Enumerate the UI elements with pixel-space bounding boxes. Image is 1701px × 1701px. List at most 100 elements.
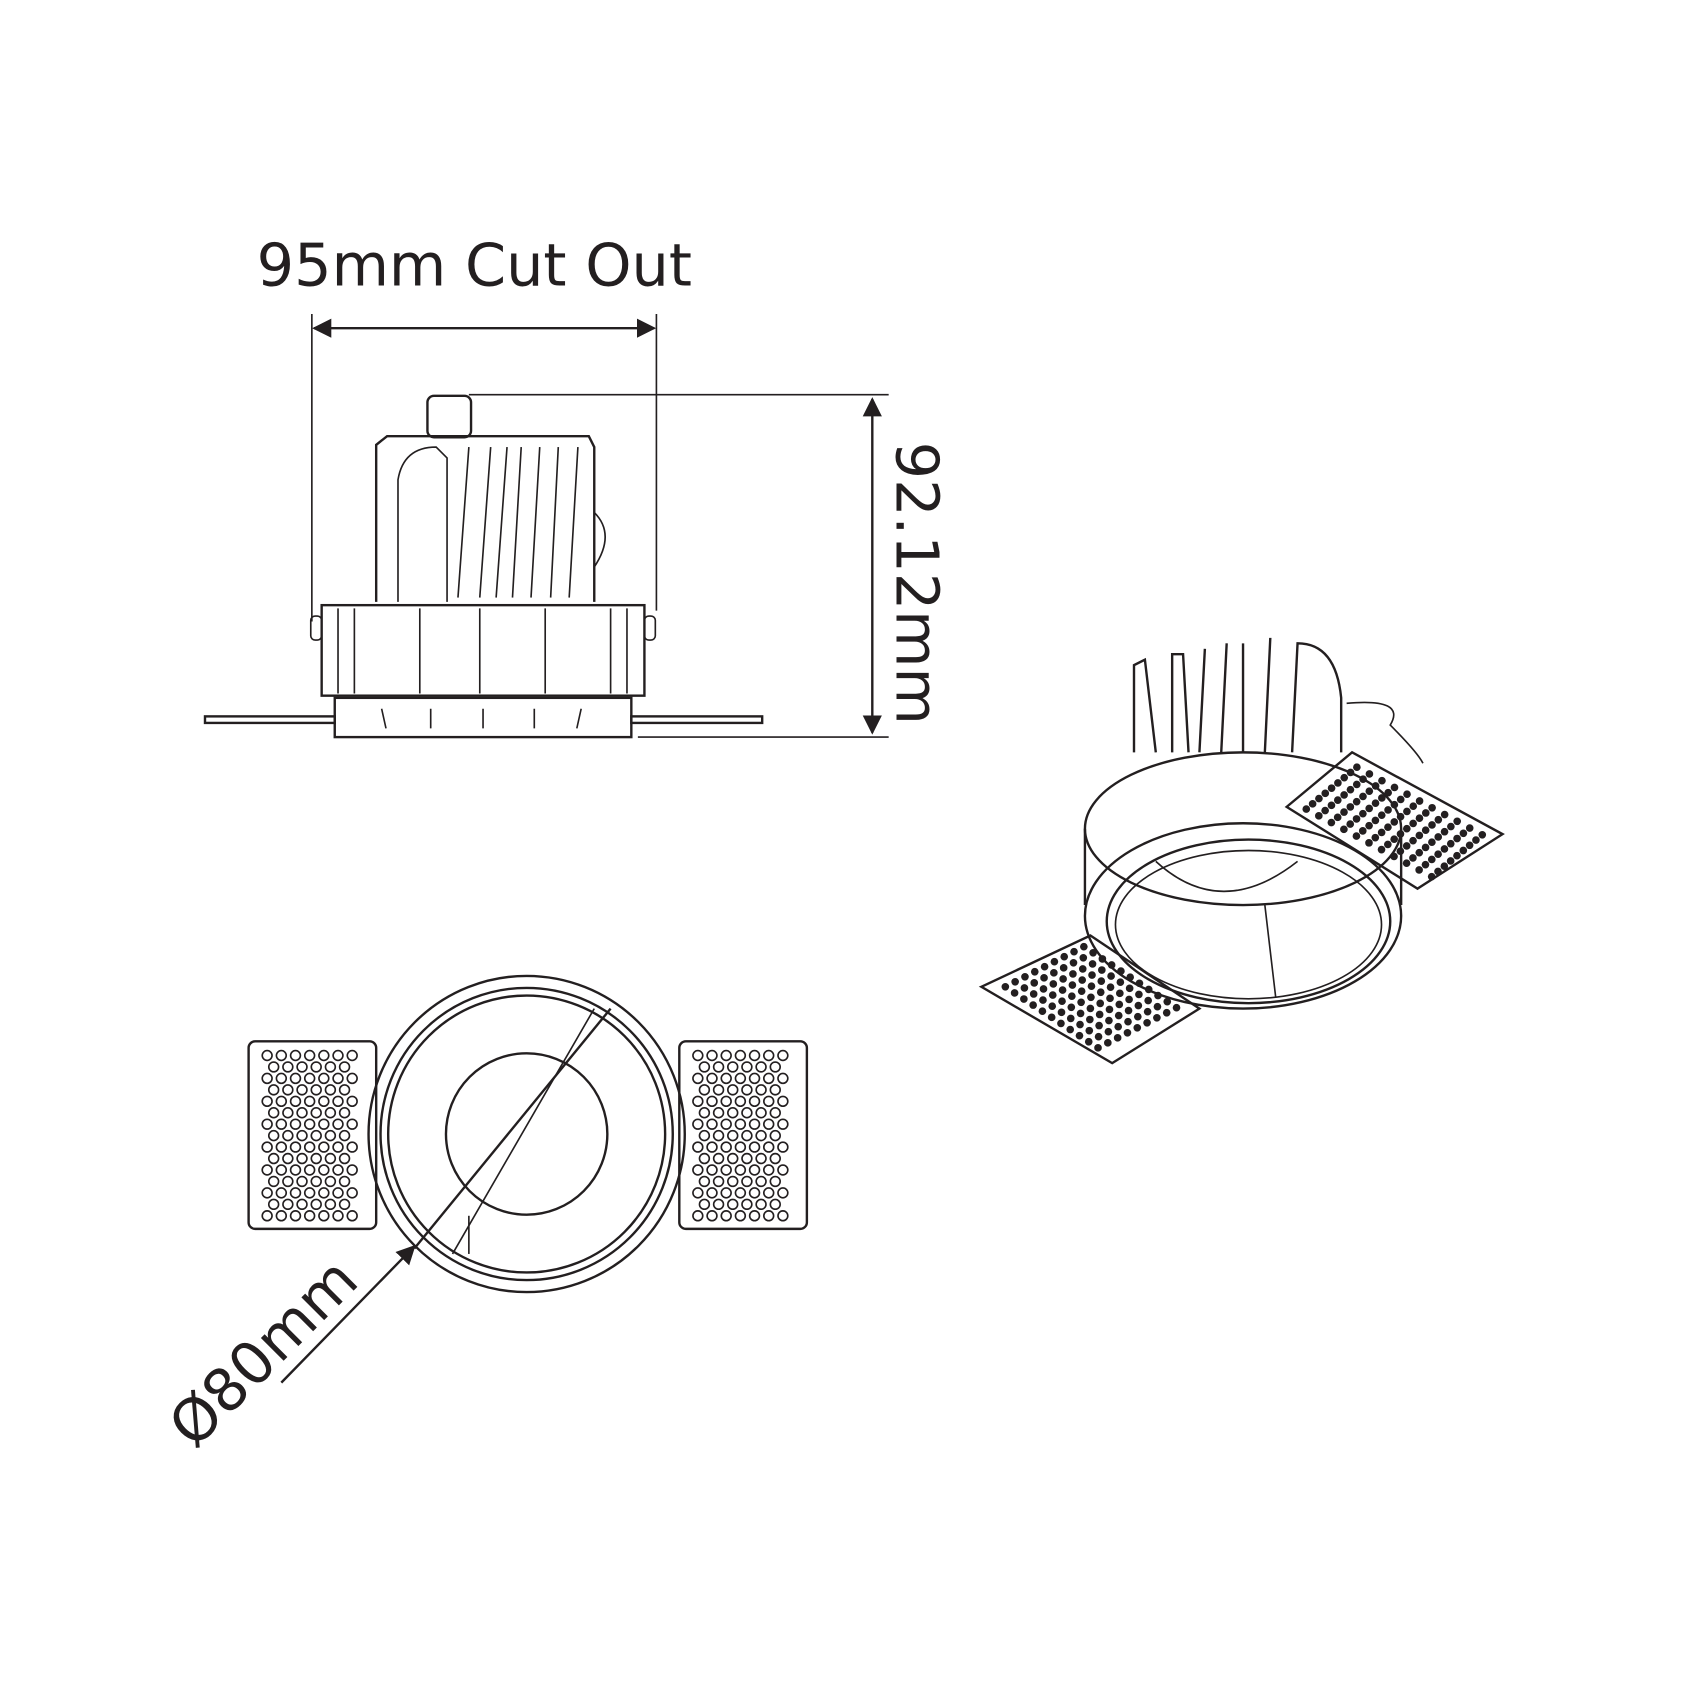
mesh-hole (310, 1084, 322, 1096)
mesh-hole (777, 1210, 789, 1222)
mesh-hole (741, 1084, 753, 1096)
mesh-hole (755, 1198, 767, 1211)
mesh-hole (1144, 985, 1153, 994)
mesh-hole (1371, 799, 1380, 807)
mesh-hole (1077, 998, 1085, 1007)
mesh-hole (1105, 1005, 1114, 1014)
mesh-hole (1446, 857, 1455, 865)
mesh-hole (338, 1198, 351, 1211)
mesh-hole (748, 1095, 761, 1108)
mesh-hole (1327, 818, 1336, 827)
mesh-hole (324, 1084, 337, 1096)
mesh-hole (1365, 770, 1374, 778)
mesh-hole (1353, 763, 1361, 772)
mesh-hole (712, 1084, 725, 1096)
mesh-hole (1029, 990, 1038, 998)
mesh-hole (346, 1164, 358, 1176)
mesh-hole (275, 1141, 288, 1153)
mesh-hole (1472, 836, 1480, 844)
mesh-hole (1172, 1003, 1181, 1012)
mesh-hole (296, 1084, 308, 1096)
mesh-hole (755, 1084, 767, 1096)
mesh-hole (1075, 1031, 1084, 1040)
mesh-hole (1440, 810, 1449, 819)
mesh-hole (1447, 822, 1455, 831)
mesh-hole (1076, 1009, 1085, 1018)
mesh-hole (1359, 775, 1367, 784)
mesh-hole (1427, 855, 1436, 864)
mesh-hole (755, 1152, 767, 1165)
mesh-hole (324, 1198, 337, 1211)
mesh-hole (748, 1072, 761, 1085)
mesh-hole (282, 1152, 294, 1165)
mesh-hole (1453, 851, 1461, 860)
mesh-hole (734, 1049, 747, 1062)
mesh-hole (1080, 942, 1088, 951)
mesh-hole (692, 1049, 704, 1062)
mesh-hole (338, 1061, 351, 1073)
mesh-hole (346, 1095, 358, 1108)
mesh-hole (346, 1141, 358, 1153)
mesh-hole (1135, 990, 1143, 999)
mesh-hole (275, 1210, 288, 1222)
mesh-hole (741, 1107, 753, 1119)
mesh-hole (310, 1152, 322, 1165)
mesh-hole (282, 1107, 294, 1119)
mesh-hole (712, 1061, 725, 1073)
mesh-hole (1107, 961, 1116, 969)
mesh-hole (762, 1141, 775, 1153)
mesh-hole (275, 1164, 288, 1176)
mesh-hole (1057, 1019, 1065, 1028)
mesh-hole (275, 1118, 288, 1130)
front-view: Ø80mm (155, 974, 809, 1460)
mesh-hole (296, 1198, 308, 1211)
mesh-hole (1409, 836, 1417, 845)
mesh-hole (1163, 997, 1172, 1006)
mesh-hole (1315, 812, 1323, 820)
mesh-hole (720, 1210, 732, 1222)
mesh-hole (1415, 848, 1424, 857)
mesh-hole (1302, 805, 1311, 813)
mesh-hole (289, 1072, 302, 1085)
mesh-hole (727, 1175, 739, 1188)
mesh-hole (1371, 833, 1380, 842)
mesh-hole (706, 1072, 718, 1085)
mesh-hole (1039, 996, 1047, 1004)
mesh-hole (261, 1072, 273, 1085)
mesh-hole (741, 1175, 753, 1188)
mesh-hole (1415, 814, 1424, 823)
mesh-hole (324, 1061, 337, 1073)
mesh-hole (1390, 783, 1399, 792)
mesh-hole (346, 1118, 358, 1130)
mesh-hole (727, 1084, 739, 1096)
mesh-hole (706, 1118, 718, 1130)
mesh-hole (332, 1072, 344, 1085)
mesh-hole (1334, 779, 1342, 787)
mesh-hole (692, 1095, 704, 1108)
mesh-hole (755, 1129, 767, 1142)
mesh-hole (1134, 1012, 1142, 1021)
mesh-hole (777, 1164, 789, 1176)
mesh-hole (1434, 833, 1443, 841)
mesh-hole (1365, 787, 1374, 795)
mesh-hole (1039, 985, 1048, 993)
iso-trim (1083, 822, 1403, 1010)
mesh-hole (303, 1072, 316, 1085)
mesh-hole (1421, 826, 1430, 835)
mesh-hole (1428, 838, 1436, 847)
mesh-hole (692, 1141, 704, 1153)
mesh-hole (1327, 784, 1336, 792)
mesh-hole (1427, 872, 1436, 881)
mesh-hole (1134, 1001, 1143, 1010)
mesh-hole (1069, 958, 1078, 967)
mesh-hole (762, 1164, 775, 1176)
mesh-hole (275, 1049, 288, 1062)
mesh-hole (1066, 1025, 1075, 1034)
mesh-hole (282, 1129, 294, 1142)
mesh-hole (1021, 972, 1029, 981)
mesh-hole (1001, 982, 1010, 991)
mesh-hole (324, 1107, 337, 1119)
mesh-hole (1116, 978, 1125, 987)
mesh-hole (769, 1061, 781, 1073)
